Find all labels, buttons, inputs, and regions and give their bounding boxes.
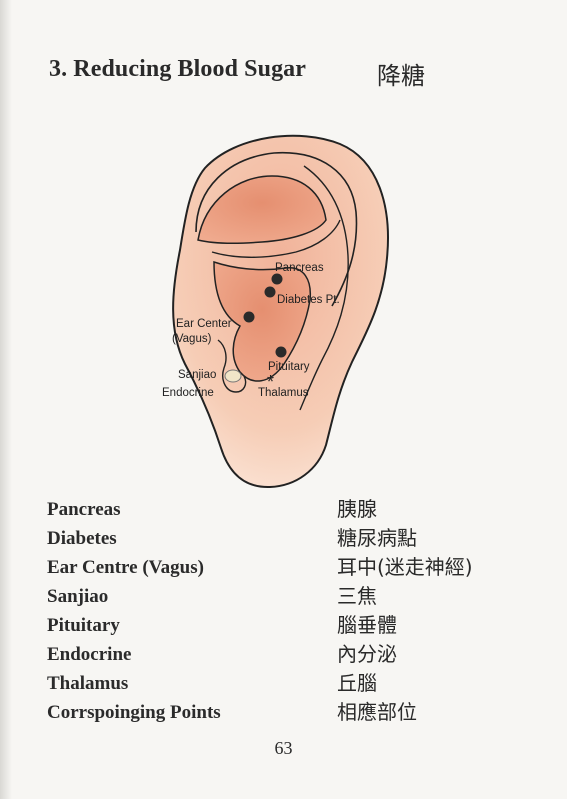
pituitary-point bbox=[275, 346, 287, 358]
glossary-english: Pancreas Diabetes Ear Centre (Vagus) San… bbox=[47, 495, 221, 727]
diabetes-point bbox=[264, 286, 276, 298]
helix-rim bbox=[195, 151, 358, 307]
term-sanjiao: Sanjiao bbox=[47, 586, 109, 607]
scapha bbox=[197, 175, 327, 245]
term-ear-centre: Ear Centre (Vagus) bbox=[47, 557, 204, 578]
label-endocrine: Endocrine bbox=[162, 387, 214, 399]
cn-ear-centre: 耳中(迷走神經) bbox=[337, 555, 473, 579]
cn-thalamus: 丘腦 bbox=[337, 671, 377, 695]
label-vagus: (Vagus) bbox=[172, 333, 212, 345]
tragus bbox=[217, 339, 247, 393]
cn-pancreas: 胰腺 bbox=[337, 497, 377, 521]
page-title: 3. Reducing Blood Sugar bbox=[49, 56, 307, 82]
sanjiao-oval bbox=[224, 369, 242, 383]
term-corresponding-points: Corrspoinging Points bbox=[47, 702, 221, 723]
cn-diabetes: 糖尿病點 bbox=[337, 526, 417, 550]
page-number: 63 bbox=[274, 738, 293, 758]
label-thalamus: Thalamus bbox=[258, 387, 309, 399]
glossary-chinese: 胰腺 糖尿病點 耳中(迷走神經) 三焦 腦垂體 內分泌 丘腦 相應部位 bbox=[337, 495, 473, 727]
page-edge bbox=[0, 0, 12, 799]
label-ear-center: Ear Center bbox=[176, 318, 232, 330]
label-pituitary: Pituitary bbox=[268, 361, 310, 373]
cn-corresponding-points: 相應部位 bbox=[337, 700, 417, 724]
page-title-chinese: 降糖 bbox=[377, 62, 425, 90]
pancreas-point bbox=[271, 273, 283, 285]
cn-sanjiao: 三焦 bbox=[337, 584, 377, 608]
antihelix bbox=[299, 165, 349, 411]
label-sanjiao: Sanjiao bbox=[178, 369, 216, 381]
antihelix-crus bbox=[211, 219, 341, 258]
term-pituitary: Pituitary bbox=[47, 615, 120, 636]
term-endocrine: Endocrine bbox=[47, 644, 132, 665]
label-pancreas: Pancreas bbox=[275, 262, 324, 274]
cn-endocrine: 內分泌 bbox=[337, 642, 397, 666]
thalamus-marker: * bbox=[267, 372, 274, 392]
label-diabetes-pt: Diabetes Pt. bbox=[277, 294, 340, 306]
term-thalamus: Thalamus bbox=[47, 673, 129, 694]
cn-pituitary: 腦垂體 bbox=[337, 613, 397, 637]
term-diabetes: Diabetes bbox=[47, 528, 117, 549]
ear-center-point bbox=[243, 311, 255, 323]
term-pancreas: Pancreas bbox=[47, 499, 121, 520]
